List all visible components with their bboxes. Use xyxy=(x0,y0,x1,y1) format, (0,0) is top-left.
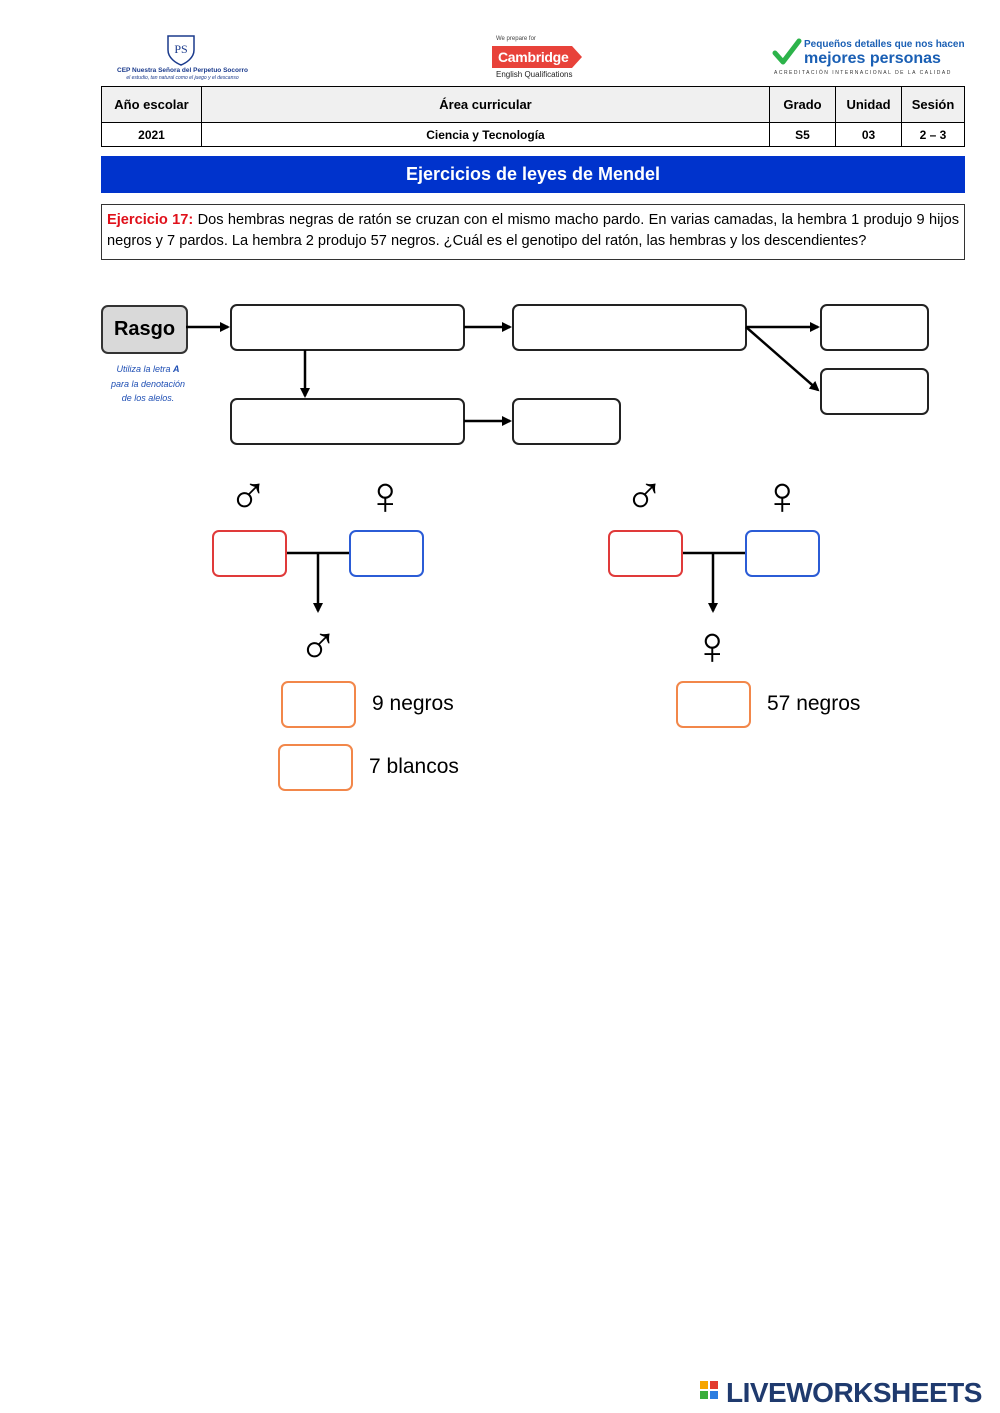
male-icon: ♂ xyxy=(624,466,665,526)
female-genotype-box-2[interactable] xyxy=(745,530,820,577)
quality-slogan-small: Pequeños detalles que nos hacen xyxy=(804,39,965,50)
allele-symbol-box-2[interactable] xyxy=(820,368,929,415)
course-info-header-row: Año escolar Área curricular Grado Unidad… xyxy=(101,86,965,123)
logo-square-icon xyxy=(700,1381,708,1389)
quality-accreditation: ACREDITACIÓN INTERNACIONAL DE LA CALIDAD xyxy=(774,70,952,76)
hint-line: de los alelos. xyxy=(121,393,175,403)
allele-hint: Utiliza la letra A para la denotación de… xyxy=(100,362,196,406)
hint-line: para la denotación xyxy=(110,378,186,389)
cambridge-logo: We prepare for Cambridge English Qualifi… xyxy=(490,36,585,84)
female-icon: ♀ xyxy=(365,466,406,526)
male-genotype-box-1[interactable] xyxy=(212,530,287,577)
logo-square-icon xyxy=(710,1391,718,1399)
course-info-table: Año escolar Área curricular Grado Unidad… xyxy=(101,86,965,147)
cambridge-top-text: We prepare for xyxy=(496,36,536,42)
logo-square-icon xyxy=(700,1391,708,1399)
cambridge-word: Cambridge xyxy=(498,49,569,65)
value-cell: Ciencia y Tecnología xyxy=(201,122,770,147)
quality-logo: Pequeños detalles que nos hacen mejores … xyxy=(772,36,965,82)
trait-answer-box[interactable] xyxy=(230,304,465,351)
value-cell: 2021 xyxy=(101,122,202,147)
header-cell: Grado xyxy=(769,86,836,123)
hint-letter: A xyxy=(173,364,180,374)
exercise-statement: Ejercicio 17: Dos hembras negras de rató… xyxy=(101,204,965,260)
school-motto: el estudio, tan natural como el juego y … xyxy=(126,75,239,81)
offspring-label-black: 9 negros xyxy=(372,692,454,715)
female-icon: ♀ xyxy=(692,616,733,676)
exercise-text: Dos hembras negras de ratón se cruzan co… xyxy=(107,212,959,249)
value-cell: 2 – 3 xyxy=(901,122,965,147)
recessive-allele-box[interactable] xyxy=(512,398,621,445)
liveworksheets-logo: LIVEWORKSHEETS xyxy=(698,1377,998,1409)
school-initials: PS xyxy=(174,42,187,56)
female-genotype-box-1[interactable] xyxy=(349,530,424,577)
offspring-label-other: 7 blancos xyxy=(369,755,459,778)
liveworksheets-word: LIVEWORKSHEETS xyxy=(726,1377,982,1408)
offspring-box-other[interactable] xyxy=(278,744,353,791)
value-cell: S5 xyxy=(769,122,836,147)
worksheet-title: Ejercicios de leyes de Mendel xyxy=(101,156,965,193)
offspring-box-black[interactable] xyxy=(281,681,356,728)
allele-symbol-box-1[interactable] xyxy=(820,304,929,351)
header-cell: Año escolar xyxy=(101,86,202,123)
rasgo-label: Rasgo xyxy=(101,305,188,354)
school-name: CEP Nuestra Señora del Perpetuo Socorro xyxy=(117,67,248,74)
offspring-box-black-2[interactable] xyxy=(676,681,751,728)
school-logo: PS CEP Nuestra Señora del Perpetuo Socor… xyxy=(110,34,255,84)
school-shield-icon: PS xyxy=(167,35,195,66)
header-cell: Unidad xyxy=(835,86,902,123)
exercise-label: Ejercicio 17: xyxy=(107,212,194,228)
male-icon: ♂ xyxy=(298,616,339,676)
value-cell: 03 xyxy=(835,122,902,147)
offspring-label-black-2: 57 negros xyxy=(767,692,861,715)
header-cell: Sesión xyxy=(901,86,965,123)
hint-line: Utiliza la letra xyxy=(116,364,174,374)
arrow-allele-to-symbol-2 xyxy=(745,326,820,392)
quality-slogan-big: mejores personas xyxy=(804,50,941,67)
female-icon: ♀ xyxy=(762,466,803,526)
male-genotype-box-2[interactable] xyxy=(608,530,683,577)
cambridge-arrow-icon xyxy=(492,46,582,68)
recessive-trait-box[interactable] xyxy=(230,398,465,445)
cambridge-bottom-text: English Qualifications xyxy=(496,70,573,79)
allele-answer-box[interactable] xyxy=(512,304,747,351)
male-icon: ♂ xyxy=(228,466,269,526)
header-cell: Área curricular xyxy=(201,86,770,123)
logo-square-icon xyxy=(710,1381,718,1389)
course-info-value-row: 2021 Ciencia y Tecnología S5 03 2 – 3 xyxy=(101,122,965,147)
checkmark-icon xyxy=(772,38,802,65)
